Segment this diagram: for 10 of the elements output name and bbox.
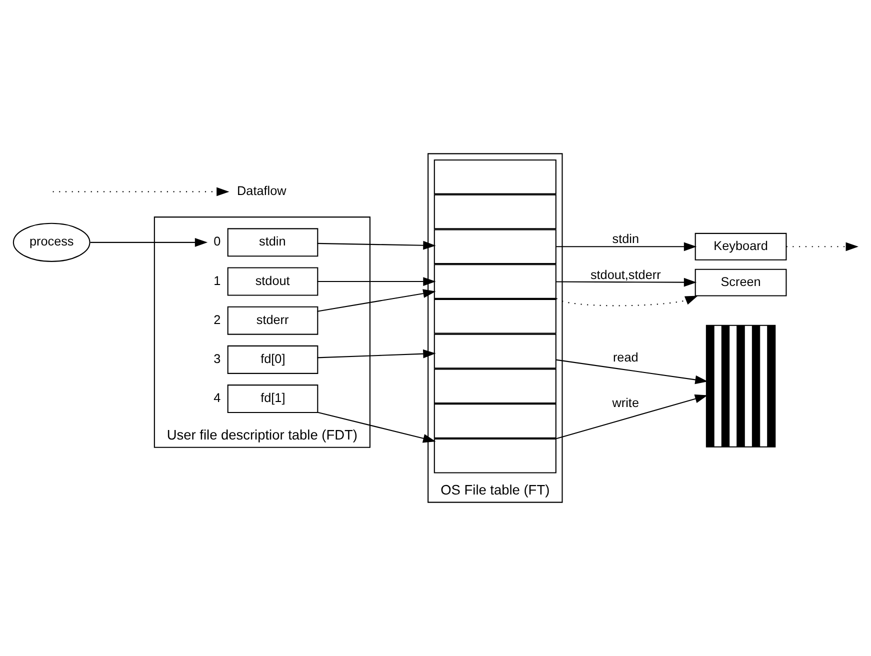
edge-label: read (612, 350, 638, 364)
node-label: 3 (214, 352, 221, 366)
legend-label: Dataflow (237, 184, 286, 198)
node-label: 0 (214, 234, 221, 249)
edge-label: stdin (612, 232, 639, 246)
node-label: 4 (214, 391, 221, 406)
node-label: 1 (214, 274, 221, 288)
edge-label: stdout,stderr (590, 268, 661, 282)
edge-label: write (612, 396, 639, 410)
node-label: 2 (214, 312, 221, 327)
